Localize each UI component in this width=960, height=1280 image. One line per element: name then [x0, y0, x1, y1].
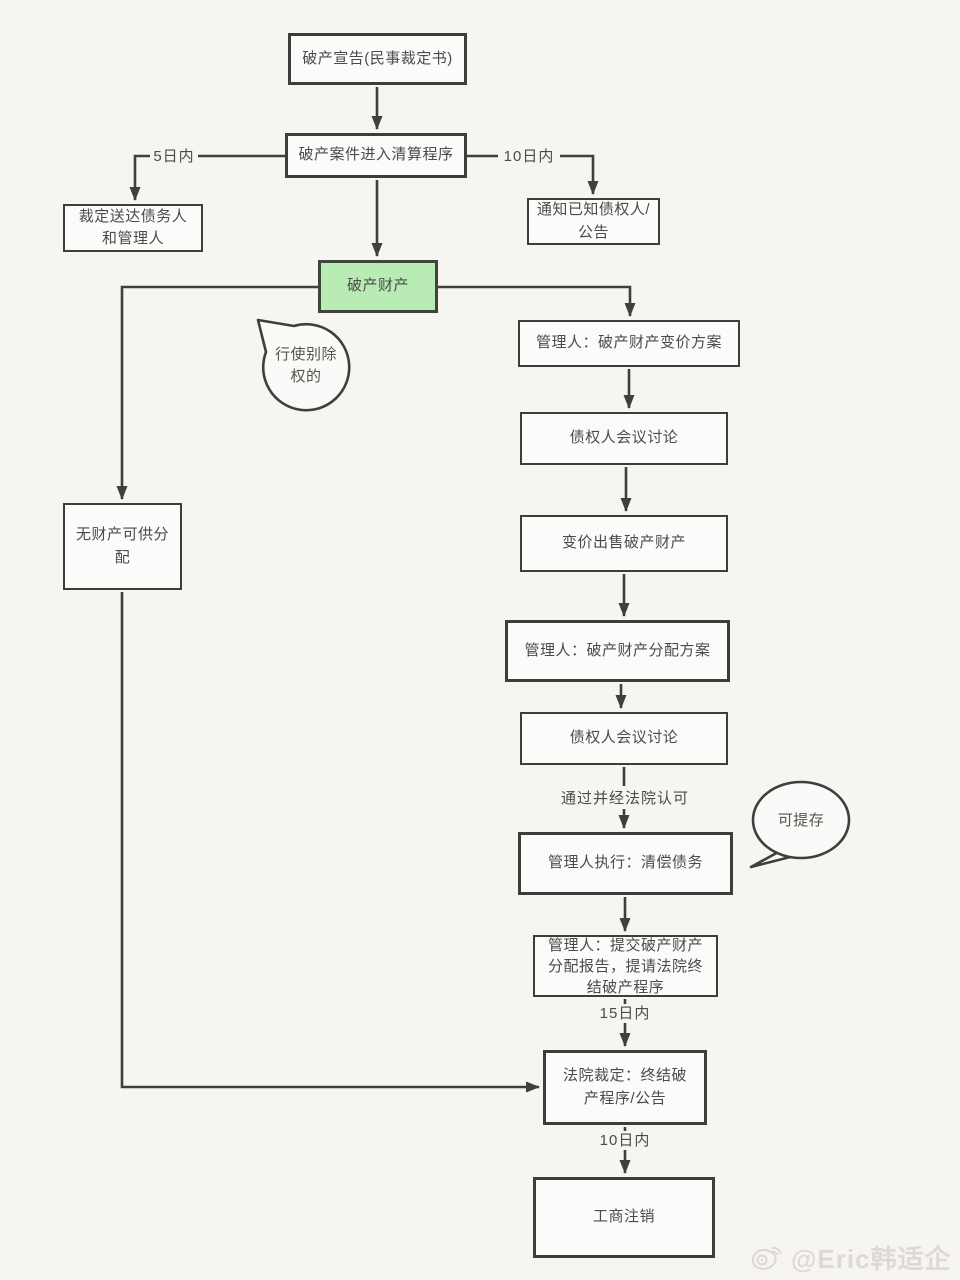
node-bankruptcy-property: 破产财产: [318, 260, 438, 313]
edge-label-within-10-days: 10日内: [498, 147, 560, 166]
node-repay-debts: 管理人执行：清偿债务: [518, 832, 733, 895]
edge-label-within-15-days: 15日内: [594, 1004, 656, 1023]
edge-label-within-10-days-2: 10日内: [594, 1131, 656, 1150]
watermark-handle: @Eric韩适企: [791, 1243, 952, 1274]
edge-property-to-no-property: [116, 285, 318, 500]
watermark: @Eric韩适企: [750, 1238, 955, 1276]
edge-no-property-to-ruling: [120, 592, 540, 1093]
edge-label-within-5-days: 5日内: [150, 147, 198, 166]
node-enter-liquidation: 破产案件进入清算程序: [285, 133, 467, 178]
edge-property-to-pricing-plan: [438, 285, 636, 317]
weibo-logo-icon: [751, 1246, 783, 1270]
node-no-property-to-distribute: 无财产可供分配: [63, 503, 182, 590]
node-submit-distribution-report: 管理人：提交破产财产分配报告，提请法院终结破产程序: [533, 935, 718, 997]
edge-label-court-approval: 通过并经法院认可: [560, 790, 689, 807]
node-bankruptcy-declaration: 破产宣告(民事裁定书): [288, 33, 467, 85]
node-property-pricing-plan: 管理人：破产财产变价方案: [518, 320, 740, 367]
node-distribution-plan: 管理人：破产财产分配方案: [505, 620, 730, 682]
node-court-termination-ruling: 法院裁定：终结破产程序/公告: [543, 1050, 707, 1125]
may-deposit-bubble-label: 可提存: [777, 812, 825, 829]
node-creditors-meeting-2: 债权人会议讨论: [520, 712, 728, 765]
deposit-bubble-tail: [749, 848, 800, 869]
node-sell-property: 变价出售破产财产: [520, 515, 728, 572]
node-creditors-meeting-1: 债权人会议讨论: [520, 412, 728, 465]
node-notify-creditors: 通知已知债权人/公告: [527, 198, 660, 245]
node-business-deregistration: 工商注销: [533, 1177, 715, 1258]
exclusion-right-bubble-label: 行使别除权的: [274, 346, 337, 385]
node-serve-ruling: 裁定送达债务人和管理人: [63, 204, 203, 252]
